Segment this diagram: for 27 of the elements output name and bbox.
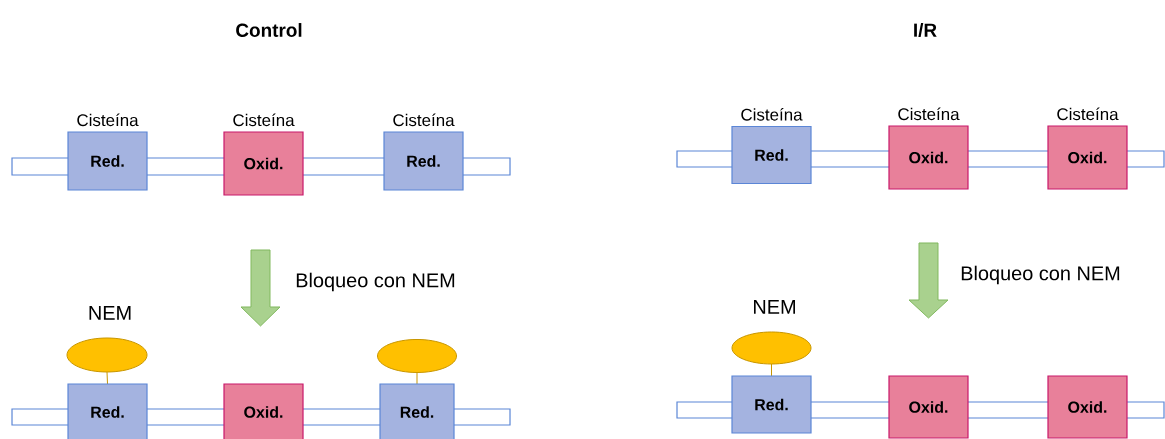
cysteine-label: Cisteína: [1057, 107, 1119, 121]
reduced-cysteine-box: Red.: [67, 131, 148, 191]
cysteine-label: Cisteína: [393, 113, 455, 127]
oxidized-cysteine-box: Oxid.: [888, 375, 969, 439]
nem-ellipse: [377, 339, 457, 373]
reduced-cysteine-box: Red.: [383, 131, 464, 191]
reduced-cysteine-box: Red.: [67, 383, 148, 439]
cysteine-label: Cisteína: [77, 113, 139, 127]
reduced-cysteine-box: Red.: [379, 383, 455, 439]
cysteine-label: Cisteína: [898, 107, 960, 121]
oxidized-cysteine-box: Oxid.: [223, 131, 304, 196]
oxidized-cysteine-box: Oxid.: [888, 125, 969, 190]
step-label: Bloqueo con NEM: [961, 265, 1120, 285]
cysteine-label: Cisteína: [233, 113, 295, 127]
cysteine-label: Cisteína: [741, 108, 803, 121]
oxidized-cysteine-box: Oxid.: [1047, 375, 1128, 439]
reduced-cysteine-box: Red.: [731, 125, 812, 185]
step-label: Bloqueo con NEM: [296, 272, 455, 292]
reduced-cysteine-box: Red.: [731, 375, 812, 434]
oxidized-cysteine-box: Oxid.: [1047, 125, 1128, 190]
connector-line: [416, 372, 418, 385]
nem-label: NEM: [89, 306, 131, 320]
oxidized-cysteine-box: Oxid.: [223, 383, 304, 439]
nem-label: NEM: [754, 300, 795, 314]
connector-line: [106, 371, 108, 385]
panel-title: I/R: [914, 22, 937, 38]
panel-title: Control: [236, 23, 302, 37]
